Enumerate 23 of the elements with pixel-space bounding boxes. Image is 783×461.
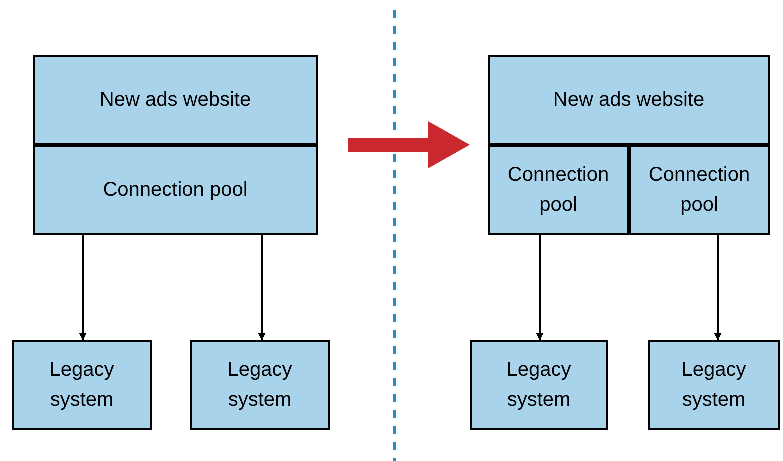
process-box <box>488 145 629 235</box>
box-label: Legacy system <box>226 358 294 413</box>
box-label: New ads website <box>553 88 705 113</box>
arrow <box>536 235 544 341</box>
box-label: Connection pool <box>648 163 752 218</box>
process-box <box>190 340 330 430</box>
process-box <box>648 340 780 430</box>
process-box <box>33 55 318 145</box>
process-box <box>33 145 318 235</box>
arrow <box>258 235 266 341</box>
process-box <box>470 340 608 430</box>
process-box <box>488 55 770 145</box>
box-label: New ads website <box>100 88 252 113</box>
box-label: Connection pool <box>103 178 248 203</box>
process-box <box>629 145 770 235</box>
box-label: Legacy system <box>48 358 116 413</box>
arrow <box>714 235 722 341</box>
box-label: Legacy system <box>680 358 748 413</box>
box-label: Legacy system <box>506 358 572 413</box>
arrow <box>79 235 87 341</box>
arrow <box>348 124 470 166</box>
box-label: Connection pool <box>506 163 610 218</box>
process-box <box>12 340 152 430</box>
